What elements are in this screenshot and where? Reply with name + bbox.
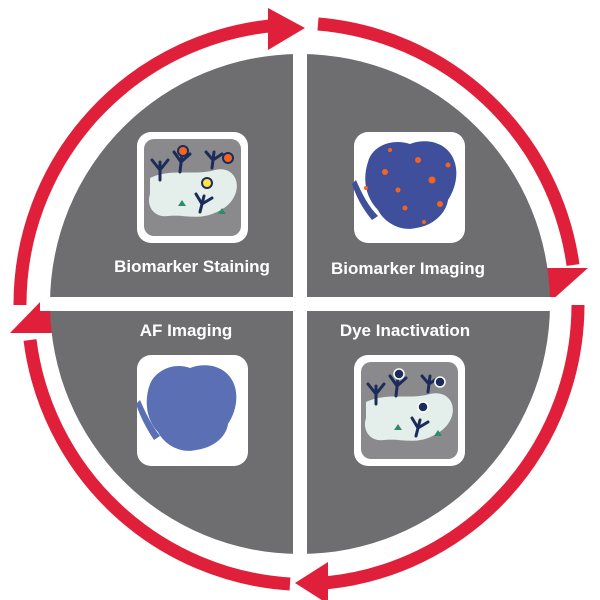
ring-arc-top-right	[317, 17, 580, 266]
antibody-staining-icon	[148, 145, 237, 217]
tile-dye-inactivation	[354, 355, 465, 466]
ring-arc-top-left	[13, 18, 281, 306]
autofluorescence-tissue-icon	[136, 365, 237, 451]
arrowhead-right-icon	[268, 8, 305, 50]
stained-tissue-icon	[352, 141, 457, 229]
label-biomarker-imaging: Biomarker Imaging	[331, 259, 485, 278]
tile-biomarker-staining	[137, 132, 248, 243]
tile-biomarker-imaging	[352, 132, 465, 243]
ring-arc-bottom-left	[23, 339, 291, 591]
arrowhead-left-icon	[295, 562, 328, 600]
label-af-imaging: AF Imaging	[140, 321, 233, 340]
tile-af-imaging	[136, 355, 248, 466]
inactivated-antibody-icon	[364, 368, 453, 441]
separator-horizontal	[40, 297, 568, 311]
cycle-ring	[13, 17, 585, 591]
label-dye-inactivation: Dye Inactivation	[340, 321, 470, 340]
ring-arc-bottom-right	[324, 304, 585, 590]
label-biomarker-staining: Biomarker Staining	[114, 257, 270, 276]
